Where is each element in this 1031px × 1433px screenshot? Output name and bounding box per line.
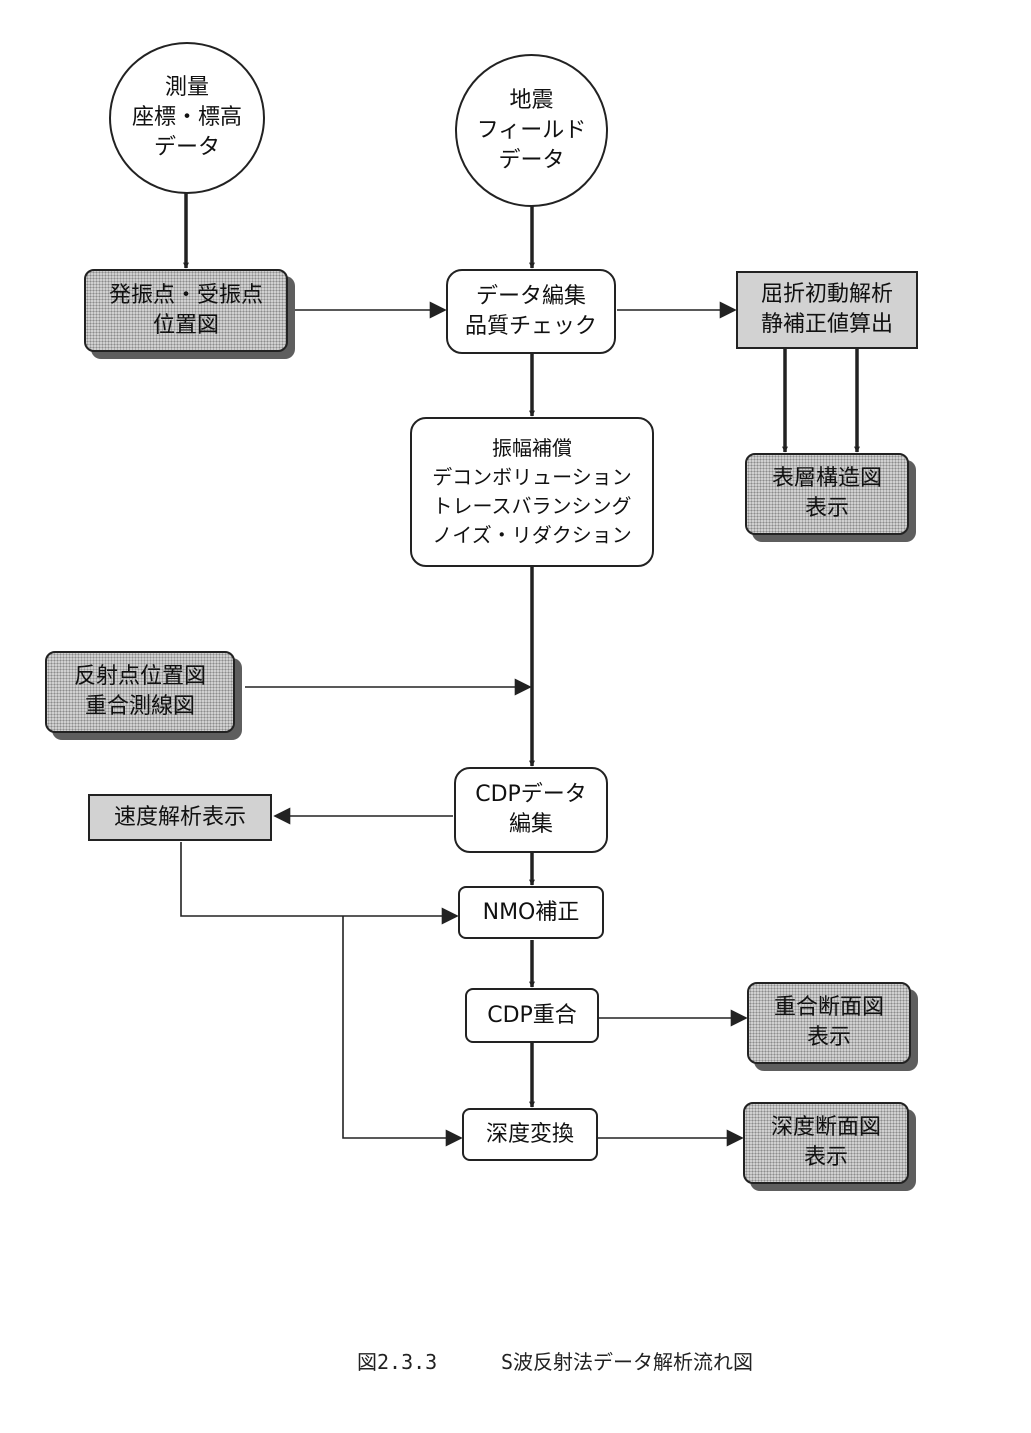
node-label-line: 速度解析表示 [113,804,246,830]
node-label-line: CDPデータ [475,782,587,807]
depth-conversion-node: 深度変換 [462,1108,598,1161]
node-label-line: フィールド [476,117,587,143]
shot-receiver-map-node: 発振点・受振点 位置図 [84,269,288,352]
nmo-correction-node: NMO補正 [458,886,604,939]
node-label-line: 表示 [803,1145,848,1170]
node-label-line: 重合断面図 [773,995,884,1020]
arrow-velocity-to-nmo [180,842,459,925]
node-label-line: データ [498,147,565,173]
node-label-line: データ編集 [475,283,586,309]
node-label-line: ノイズ・リダクション [432,523,632,547]
node-label-line: 位置図 [152,312,219,338]
node-label-line: 振幅補償 [492,436,572,460]
node-label-line: NMO補正 [482,899,580,925]
figure-number: 図2.3.3 [357,1350,438,1374]
node-label-line: 表示 [804,496,849,521]
depth-section-node: 深度断面図 表示 [743,1102,909,1184]
survey-data-node: 測量 座標・標高 データ [109,42,265,194]
data-edit-node: データ編集 品質チェック [446,269,616,354]
field-data-node: 地震 フィールド データ [455,54,608,207]
reflection-point-map-node: 反射点位置図 重合測線図 [45,651,235,733]
node-label-line: 深度断面図 [770,1115,881,1140]
node-label-line: 編集 [508,812,553,837]
preprocessing-node: 振幅補償 デコンボリューション トレースバランシング ノイズ・リダクション [410,417,654,567]
node-label-line: CDP重合 [487,1002,577,1028]
node-label-line: 測量 [164,75,209,100]
arrow-branch-to-depthconv [342,916,463,1147]
node-label-line: 重合測線図 [84,694,195,719]
figure-title: S波反射法データ解析流れ図 [501,1350,754,1374]
surface-structure-node: 表層構造図 表示 [745,453,909,535]
node-label-line: データ [153,135,220,160]
node-label-line: 品質チェック [464,313,597,339]
refraction-analysis-node: 屈折初動解析 静補正値算出 [736,271,918,349]
node-label-line: デコンボリューション [432,465,632,489]
node-label-line: 地震 [509,87,554,113]
stack-section-node: 重合断面図 表示 [747,982,911,1064]
node-label-line: トレースバランシング [432,494,632,518]
node-label-line: 屈折初動解析 [760,282,893,307]
node-label-line: 表示 [806,1025,851,1050]
node-label-line: 発振点・受振点 [108,282,263,308]
node-label-line: 座標・標高 [131,105,242,130]
node-label-line: 反射点位置図 [73,664,206,689]
cdp-stack-node: CDP重合 [465,988,599,1043]
velocity-analysis-node: 速度解析表示 [88,794,272,841]
node-label-line: 深度変換 [485,1121,574,1147]
cdp-edit-node: CDPデータ 編集 [454,767,608,853]
node-label-line: 静補正値算出 [760,312,893,337]
node-label-line: 表層構造図 [771,466,882,491]
